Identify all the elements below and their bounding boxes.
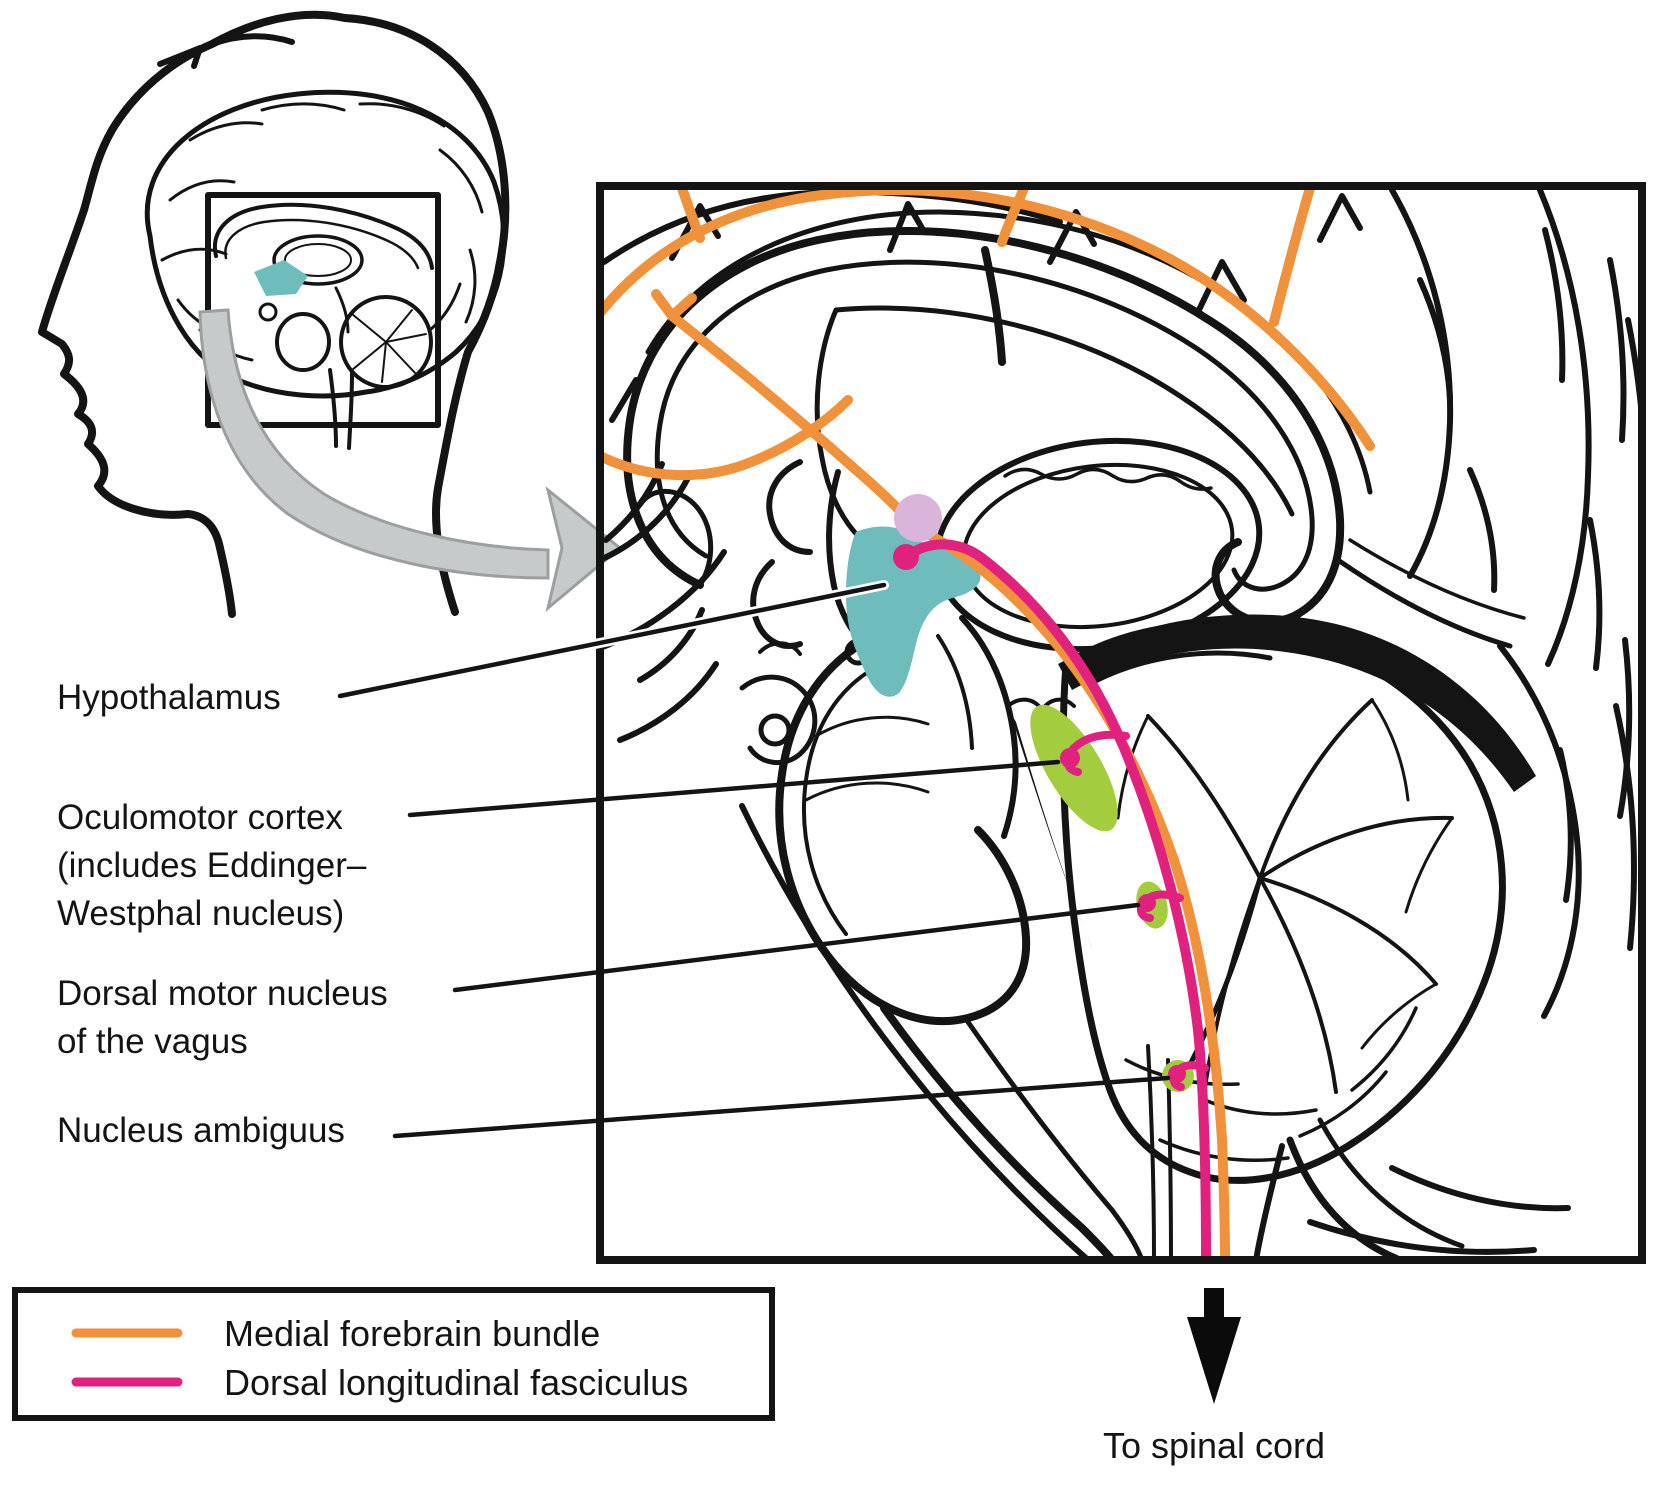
pons-fibers-2 xyxy=(804,781,930,802)
zoom-arrow xyxy=(198,308,623,613)
label-hypothalamus: Hypothalamus xyxy=(57,678,281,717)
medial-forebrain-bundle xyxy=(600,186,1375,1260)
fornix-arc xyxy=(833,305,1295,517)
mfb-fork-prong-2 xyxy=(667,293,697,321)
leader-dorsal-motor xyxy=(452,902,1141,993)
zoom-arrow-body xyxy=(198,308,550,580)
pons-outer xyxy=(775,638,1031,1025)
mfb-top-branch-1 xyxy=(677,186,705,243)
legend: Medial forebrain bundle Dorsal longitudi… xyxy=(12,1287,775,1421)
great-vein-2 xyxy=(1348,538,1526,620)
inset-cerebellum-branches xyxy=(351,309,427,383)
dlf-dot-ambiguus xyxy=(1168,1065,1186,1083)
sulci-spikes xyxy=(603,193,1633,903)
cerebellum-inner-top xyxy=(1083,650,1273,689)
mfb-top-branch-2 xyxy=(997,186,1029,247)
cingulate-sulcus xyxy=(645,209,1373,495)
label-dorsal-motor-line1: Dorsal motor nucleus xyxy=(57,974,388,1013)
inset-pons xyxy=(275,312,331,372)
label-nucleus-ambiguus: Nucleus ambiguus xyxy=(57,1111,345,1150)
optic-bump xyxy=(758,641,802,656)
labels: Hypothalamus Oculomotor cortex (includes… xyxy=(57,678,388,1150)
dlf-terminal-dots xyxy=(893,544,1186,1083)
inset-cerebellum xyxy=(339,295,433,389)
hypothalamus-region xyxy=(846,526,981,697)
inset-medulla-right xyxy=(347,370,354,450)
label-to-spinal-cord: To spinal cord xyxy=(1103,1425,1325,1466)
inset-corpus-callosum xyxy=(212,202,434,270)
midbrain-line-1 xyxy=(959,615,1019,839)
zoom-arrow-head xyxy=(545,486,623,613)
arbor-vitae xyxy=(1116,698,1454,1110)
dlf-start-dot xyxy=(893,544,919,570)
head-inset xyxy=(38,10,510,618)
inset-pituitary xyxy=(258,302,278,322)
dlf-dot-dorsal-motor xyxy=(1138,894,1156,912)
fourth-ventricle-sliver xyxy=(1010,712,1094,952)
hair-stroke-2 xyxy=(209,33,295,47)
medulla-right-1 xyxy=(1286,1136,1404,1260)
inset-thalamus-inner xyxy=(284,243,352,277)
label-oculomotor-line2: (includes Eddinger– xyxy=(57,846,367,885)
mfb-fork-branch xyxy=(667,311,921,533)
inset-midline-structures xyxy=(212,202,434,450)
spinal-cord-indicator: To spinal cord xyxy=(1103,1288,1325,1466)
choroid-squiggle xyxy=(1003,467,1213,491)
sella-curl xyxy=(739,674,818,766)
detail-box-border xyxy=(596,182,1646,1264)
mfb-lower-arc xyxy=(600,395,853,481)
hair-stroke-1 xyxy=(157,45,203,69)
inset-hypothalamus-spot xyxy=(254,260,308,296)
inset-midbrain-line xyxy=(334,286,350,334)
midbrain-line-2 xyxy=(936,634,974,750)
dlf-dot-oculomotor xyxy=(1060,748,1080,768)
great-vein-1 xyxy=(1335,557,1513,649)
leader-lines xyxy=(335,580,1171,1139)
septal-curl-1 xyxy=(766,459,813,555)
corpus-callosum-inner xyxy=(654,259,1315,592)
leader-hypothalamus xyxy=(337,582,887,699)
label-oculomotor-line3: Westphal nucleus) xyxy=(57,894,344,933)
inset-corpus-callosum-inner xyxy=(224,218,420,270)
tentorium-wedge xyxy=(1058,614,1536,792)
medulla-left-outer xyxy=(880,1004,1116,1260)
pituitary-circle xyxy=(758,713,792,747)
lavender-nucleus xyxy=(894,494,942,542)
head-profile-outline xyxy=(38,10,349,618)
label-oculomotor-line1: Oculomotor cortex xyxy=(57,798,343,837)
medulla-right-2 xyxy=(1317,1117,1465,1249)
thalamus-inner xyxy=(961,462,1235,630)
mfb-descending-trunk xyxy=(911,523,1230,1260)
leader-oculomotor xyxy=(407,759,1061,818)
dlf-trunk xyxy=(901,539,1211,1260)
inset-thalamus xyxy=(272,234,364,286)
brain-line-art xyxy=(600,187,1642,1260)
fornix-pillar xyxy=(814,307,863,541)
inset-medulla-left xyxy=(328,368,338,448)
legend-box xyxy=(12,1287,775,1421)
legend-label-dlf: Dorsal longitudinal fasciculus xyxy=(224,1362,688,1403)
medulla-right-3 xyxy=(1253,1143,1285,1260)
medulla-left-inner xyxy=(965,1019,1145,1260)
pons-fibers-1 xyxy=(814,715,930,738)
leader-ambiguus xyxy=(392,1075,1171,1139)
clivus-line xyxy=(739,803,1091,1260)
occipital-gyri xyxy=(1307,187,1642,1255)
genu-curl xyxy=(637,488,714,588)
spinal-cord-arrow-icon xyxy=(1187,1288,1241,1404)
label-dorsal-motor-line2: of the vagus xyxy=(57,1022,248,1061)
mfb-top-branch-3 xyxy=(1269,186,1315,327)
pons-inner xyxy=(801,670,870,936)
legend-label-mfb: Medial forebrain bundle xyxy=(224,1313,600,1354)
